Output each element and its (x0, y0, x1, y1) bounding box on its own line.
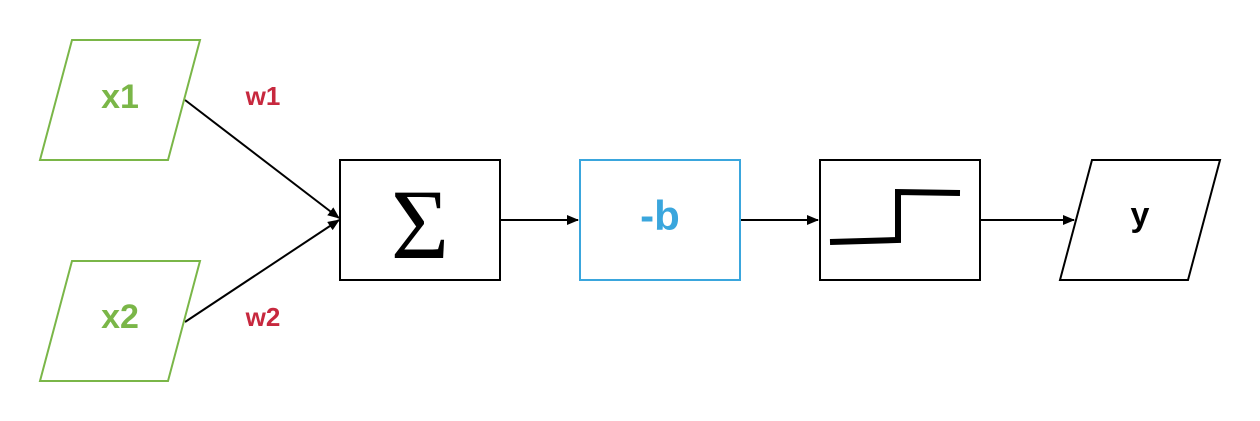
edges (184, 99, 1075, 323)
sum-node-box (339, 159, 501, 281)
bias-node: -b (579, 159, 741, 281)
weight-w1-label: w1 (245, 81, 281, 111)
output-y-shape (1058, 159, 1222, 281)
input-node-x2: x2 (38, 260, 202, 382)
weight-w2-label: w2 (245, 302, 281, 332)
input-node-x1: x1 (38, 39, 202, 161)
output-node-y: y (1058, 159, 1222, 281)
input-x2-label: x2 (101, 298, 139, 336)
step-function-icon (829, 188, 961, 245)
activation-node (819, 159, 981, 281)
edge-x2-to-sum (184, 219, 340, 323)
sum-node: Σ (339, 159, 501, 281)
input-x1-label: x1 (101, 78, 139, 116)
input-x1-shape (38, 39, 202, 161)
bias-label: -b (640, 192, 680, 239)
bias-node-box (579, 159, 741, 281)
sigma-icon: Σ (391, 169, 449, 280)
edge-x1-to-sum (184, 99, 340, 219)
input-x2-shape (38, 260, 202, 382)
output-y-label: y (1131, 196, 1150, 234)
